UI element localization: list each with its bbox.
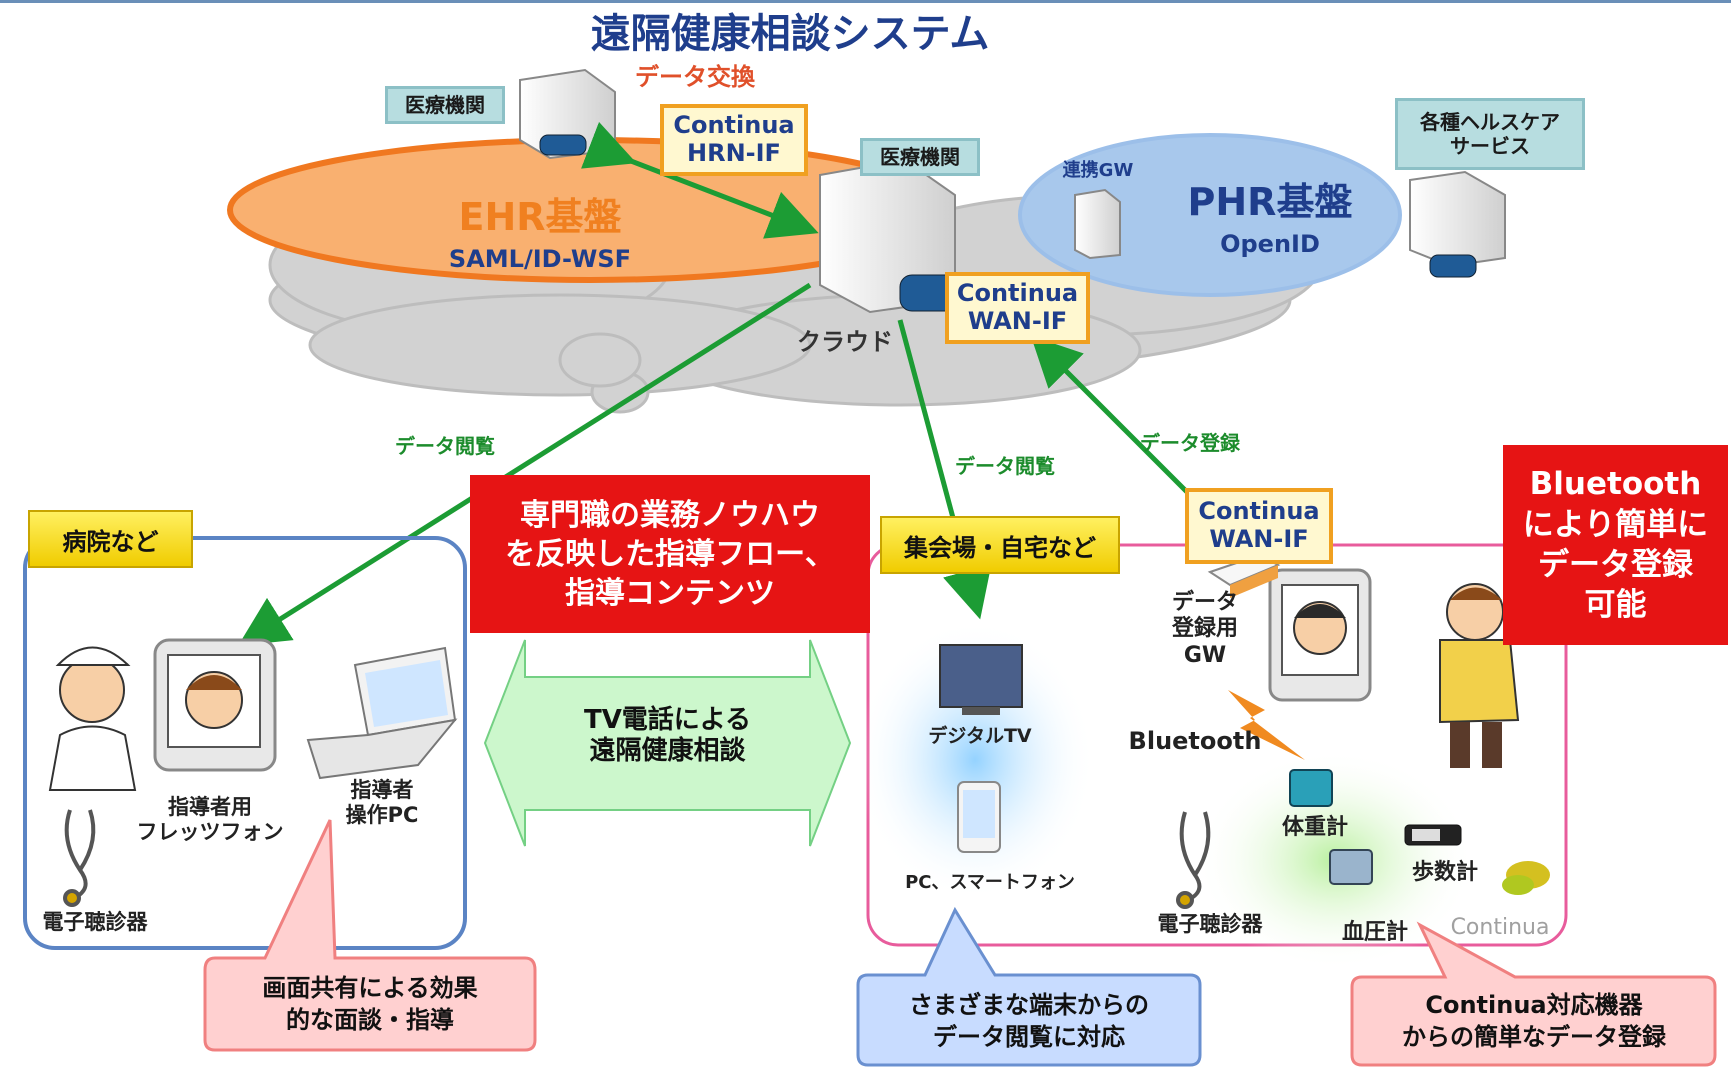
continua-emblem [1502, 861, 1550, 895]
instructor-phone-label: 指導者用 フレッツフォン [136, 795, 284, 845]
medical-institution-left: 医療機関 [385, 86, 505, 124]
stethoscope-right-label: 電子聴診器 [1157, 912, 1263, 936]
phr-title: PHR基盤 [1187, 180, 1353, 224]
hospital-tag: 病院など [28, 510, 193, 568]
callout-continua-shape [1350, 921, 1717, 1067]
smartphone [957, 781, 1001, 853]
callout-hospital-text: 画面共有による効果 的な面談・指導 [262, 973, 478, 1034]
bluetooth-feature-box: Bluetooth により簡単に データ登録 可能 [1503, 445, 1728, 645]
continua-wan-home-box: Continua WAN-IF [1185, 488, 1333, 564]
bp-label: 血圧計 [1341, 920, 1408, 945]
medical-institution-center: 医療機関 [860, 138, 980, 176]
instructor-pc-label: 指導者 操作PC [345, 778, 419, 828]
stethoscope-right [1176, 811, 1211, 909]
link-gw-label: 連携GW [1062, 160, 1134, 181]
data-exchange-label: データ交換 [635, 63, 755, 91]
tv-phone-label: TV電話による 遠隔健康相談 [583, 705, 752, 767]
server-center [819, 158, 959, 314]
laptop [306, 646, 458, 780]
gw-label: データ 登録用 GW [1171, 590, 1238, 668]
ehr-subtitle: SAML/ID-WSF [448, 245, 632, 273]
tv-device [939, 644, 1023, 715]
pc-smartphone-label: PC、スマートフォン [905, 872, 1075, 893]
server-right [1409, 170, 1506, 278]
healthcare-services-box: 各種ヘルスケア サービス [1395, 98, 1585, 170]
phr-subtitle: OpenID [1220, 230, 1320, 258]
bluetooth-bolt [1228, 690, 1305, 760]
scale-device [1289, 769, 1333, 807]
home-tag: 集会場・自宅など [880, 516, 1120, 574]
scale-label: 体重計 [1281, 815, 1348, 840]
view-left-label: データ閲覧 [395, 434, 495, 458]
digital-tv-label: デジタルTV [928, 725, 1032, 747]
continua-hrn-box: Continua HRN-IF [660, 104, 808, 176]
continua-wan-cloud-box: Continua WAN-IF [945, 272, 1090, 344]
bp-device [1329, 849, 1373, 885]
bluetooth-label: Bluetooth [1128, 727, 1262, 755]
pedometer-device [1404, 824, 1462, 846]
stethoscope-left-label: 電子聴診器 [42, 910, 148, 934]
view-center-label: データ閲覧 [955, 454, 1055, 478]
tv-phone-left [153, 638, 277, 772]
stethoscope-left [63, 809, 96, 907]
top-border [0, 0, 1731, 3]
callout-devices-shape [856, 906, 1202, 1067]
register-label: データ登録 [1140, 431, 1240, 455]
server-left [519, 68, 616, 160]
pedometer-label: 歩数計 [1411, 860, 1478, 885]
tv-phone-right [1268, 568, 1372, 702]
server-gw [1074, 188, 1121, 260]
double-arrow [483, 639, 852, 847]
callout-hospital-shape [203, 819, 537, 1052]
callout-devices-text: さまざまな端末からの データ閲覧に対応 [909, 990, 1149, 1051]
knowhow-box: 専門職の業務ノウハウ を反映した指導フロー、 指導コンテンツ [470, 475, 870, 633]
page-title: 遠隔健康相談システム [590, 11, 990, 57]
callout-continua-text: Continua対応機器 からの簡単なデータ登録 [1402, 990, 1666, 1051]
nurse-figure [48, 646, 137, 791]
ehr-title: EHR基盤 [458, 195, 622, 239]
hospital-frame [23, 536, 467, 950]
cloud-label: クラウド [797, 328, 893, 356]
continua-logo-text: Continua [1450, 915, 1550, 940]
